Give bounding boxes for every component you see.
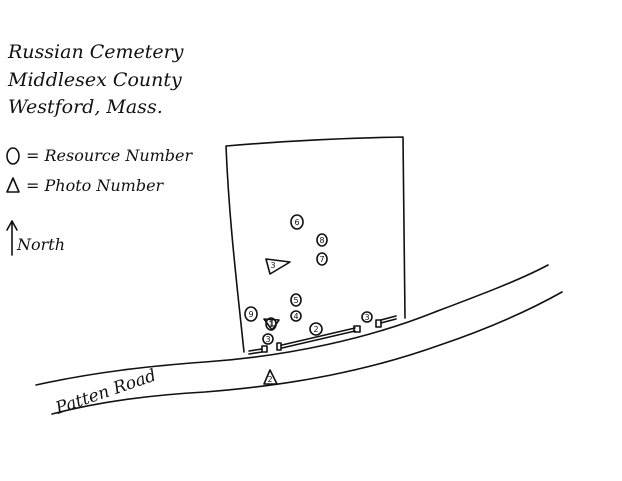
resource-number: 7 [319, 255, 324, 264]
north-label: North [16, 235, 65, 254]
legend-photo-label: = Photo Number [26, 176, 165, 195]
title-line-3: Westford, Mass. [8, 96, 163, 118]
gate-post [375, 319, 382, 328]
photo-marker-1: 1 [263, 318, 280, 331]
resource-number: 4 [293, 312, 298, 321]
front-wall [248, 315, 397, 355]
resource-number: 9 [248, 310, 253, 319]
resource-number: 3 [265, 335, 270, 344]
wall-segment-center [281, 327, 356, 349]
resource-marker-9: 9 [244, 306, 258, 322]
resource-marker-3a: 3 [262, 333, 274, 345]
north-arrow-icon [6, 220, 18, 256]
resource-marker-6: 6 [290, 214, 304, 230]
map-title: Russian Cemetery Middlesex County Westfo… [7, 41, 184, 118]
title-line-1: Russian Cemetery [7, 41, 184, 63]
resource-number: 6 [294, 218, 299, 227]
road-label: Patten Road [52, 366, 159, 419]
resource-number: 5 [293, 296, 298, 305]
gate-post [276, 342, 282, 351]
wall-segment-east [380, 315, 397, 324]
resource-marker-7: 7 [316, 252, 328, 266]
resource-number: 1 [268, 320, 273, 329]
resource-number: 2 [313, 325, 318, 334]
resource-number: 8 [319, 236, 324, 245]
resource-marker-2: 2 [309, 322, 323, 336]
legend-resource-label: = Resource Number [26, 146, 194, 165]
photo-number: 3 [270, 261, 275, 270]
resource-marker-8: 8 [316, 233, 328, 247]
resource-marker-3b: 3 [361, 311, 373, 323]
gate-post [353, 325, 361, 333]
road-north-edge [35, 264, 549, 386]
photo-number: 2 [267, 375, 272, 384]
photo-markers: 1 2 3 [263, 258, 291, 385]
resource-marker-4: 4 [290, 310, 302, 322]
photo-marker-2: 2 [263, 369, 278, 385]
gate-post [261, 345, 268, 353]
photo-marker-3: 3 [265, 258, 291, 275]
cemetery-boundary [225, 136, 406, 353]
road-south-edge [51, 291, 563, 415]
resource-circle-icon [6, 147, 20, 165]
wall-segment-west [248, 348, 263, 355]
patten-road: Patten Road [35, 264, 563, 419]
resource-number: 3 [364, 313, 369, 322]
map-legend: = Resource Number = Photo Number North [6, 146, 194, 256]
photo-triangle-icon [6, 177, 20, 193]
resource-marker-5: 5 [290, 293, 302, 307]
resource-markers: 1 2 3 3 4 5 6 7 [244, 214, 373, 345]
title-line-2: Middlesex County [7, 69, 182, 91]
photo-number: 1 [269, 319, 274, 328]
